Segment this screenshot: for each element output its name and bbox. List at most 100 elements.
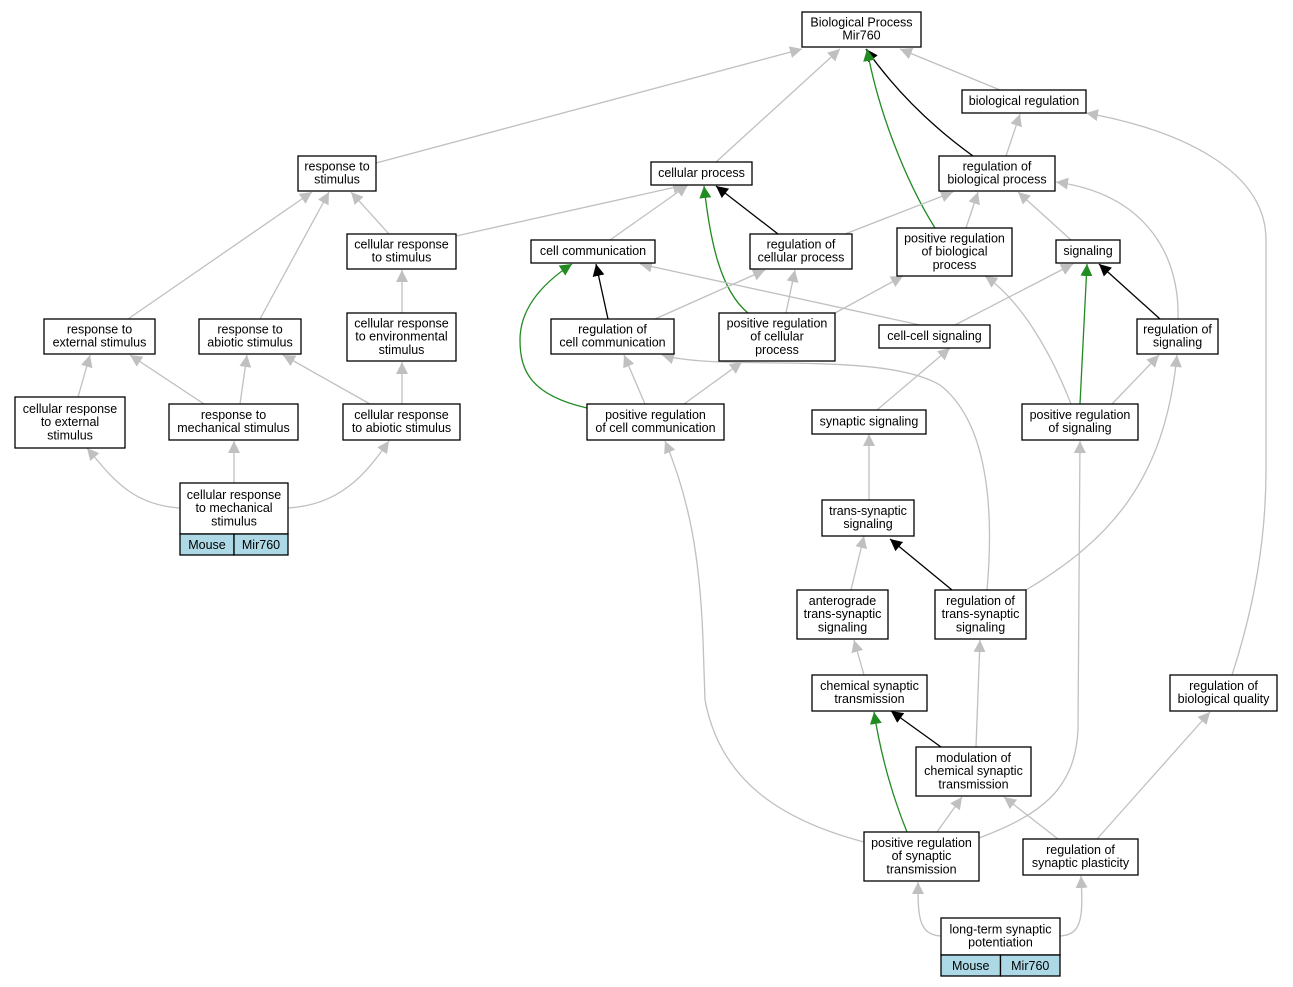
node-label-line: synaptic plasticity: [1032, 856, 1130, 870]
edge-cell_resp_ext-to-resp_ext_stim: [77, 354, 93, 398]
node-label-line: signaling: [1153, 336, 1202, 350]
node-label-line: response to: [217, 323, 282, 337]
node-label-line: transmission: [886, 862, 956, 876]
edge-resp_mech-to-resp_ext_stim: [129, 354, 205, 405]
node-label-line: process: [933, 258, 977, 272]
edge-pos_reg_cell_proc-to-cell_proc: [699, 185, 749, 314]
edges-layer: [77, 46, 1267, 937]
node-signaling[interactable]: signaling: [1055, 239, 1121, 264]
node-label-line: stimulus: [314, 173, 360, 187]
node-label-line: cellular response: [354, 316, 449, 330]
node-syn_sig[interactable]: synaptic signaling: [811, 409, 927, 435]
node-label-line: Mir760: [842, 29, 880, 43]
node-label-line: long-term synaptic: [949, 923, 1051, 937]
annotation-cell-label: Mouse: [952, 959, 990, 973]
node-box: [749, 233, 853, 270]
node-box: [179, 482, 289, 535]
edge-ltp-to-pos_reg_syn_trans: [912, 881, 942, 937]
node-cell_comm[interactable]: cell communication: [530, 239, 656, 264]
node-label-line: cellular response: [187, 488, 282, 502]
edge-syn_sig-to-cell_cell_sig: [876, 347, 951, 411]
node-label-line: stimulus: [211, 514, 257, 528]
edge-mod_chem_syn-to-chem_syn: [890, 710, 942, 748]
node-cell_proc[interactable]: cellular process: [650, 161, 753, 186]
annotation-cell-label: Mir760: [1011, 959, 1049, 973]
edge-antero-to-trans_syn: [850, 535, 868, 591]
edge-resp_stim-to-bp: [375, 46, 803, 164]
node-label-line: cellular response: [23, 402, 118, 416]
node-label-line: transmission: [938, 777, 1008, 791]
edge-pos_reg_cell_comm-to-reg_cell_comm: [623, 354, 646, 405]
edge-ltp-to-reg_syn_plast: [1059, 875, 1088, 937]
node-label-line: trans-synaptic: [942, 607, 1020, 621]
annotation-cell-label: Mouse: [188, 538, 226, 552]
node-label-line: signaling: [843, 517, 892, 531]
node-label-line: transmission: [834, 692, 904, 706]
node-box: [168, 403, 299, 441]
node-label-line: response to: [67, 323, 132, 337]
node-label-line: Biological Process: [810, 16, 912, 30]
node-label-line: cellular response: [354, 238, 449, 252]
edge-pos_reg_syn_trans-to-pos_reg_sig: [978, 440, 1086, 839]
edge-reg_cell_proc-to-cell_proc: [715, 185, 779, 235]
node-box: [346, 312, 457, 362]
edge-reg_signaling-to-signaling: [1098, 263, 1161, 320]
node-cell_cell_sig[interactable]: cell-cell signaling: [878, 324, 991, 349]
node-bioreg[interactable]: biological regulation: [961, 89, 1087, 114]
node-label-line: stimulus: [47, 428, 93, 442]
edge-reg_syn_plast-to-reg_bio_quality: [1096, 711, 1211, 840]
edge-pos_reg_cell_proc-to-pos_reg_bio_proc: [834, 275, 904, 314]
node-box: [586, 403, 725, 441]
node-label-line: positive regulation: [904, 231, 1005, 245]
edge-pos_reg_sig-to-signaling: [1079, 263, 1093, 405]
edge-reg_cell_comm-to-cell_comm: [592, 263, 609, 320]
edge-cell_resp_abiotic-to-resp_abiotic: [282, 354, 371, 405]
node-label-line: response to: [201, 408, 266, 422]
edge-pos_reg_cell_comm-to-cell_comm: [519, 263, 588, 409]
node-label-line: cellular response: [354, 408, 449, 422]
edge-pos_reg_sig-to-pos_reg_bio_proc: [984, 275, 1072, 405]
node-label-line: to mechanical: [195, 501, 272, 515]
edge-cell_comm-to-cell_proc: [609, 184, 689, 241]
node-box: [1022, 838, 1139, 876]
node-label-line: regulation of: [1189, 679, 1258, 693]
node-box: [1136, 318, 1219, 355]
node-label-line: regulation of: [578, 323, 647, 337]
node-label-line: signaling: [1063, 244, 1112, 258]
edge-pos_reg_syn_trans-to-pos_reg_cell_comm: [664, 440, 865, 843]
edge-reg_signaling-to-reg_bio_proc: [1055, 177, 1179, 320]
edge-cell_cell_sig-to-signaling: [954, 263, 1074, 326]
node-label-line: anterograde: [809, 594, 876, 608]
edge-reg_syn_plast-to-mod_chem_syn: [1003, 796, 1059, 840]
node-label-line: synaptic signaling: [820, 415, 919, 429]
node-label-line: of cellular: [750, 330, 804, 344]
node-label-line: stimulus: [379, 343, 425, 357]
